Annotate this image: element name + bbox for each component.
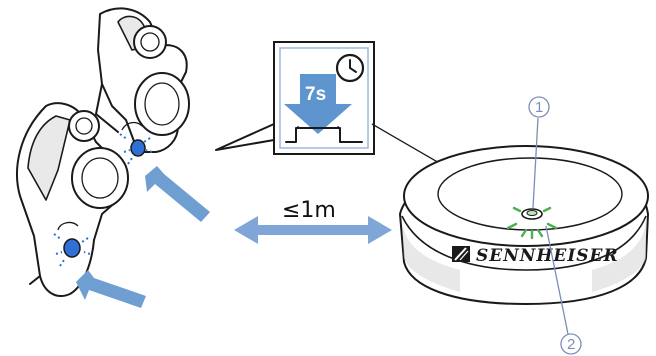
base-station: SENNHEISER: [398, 145, 650, 306]
callout-1: 1: [528, 96, 550, 209]
clock-icon: [335, 53, 365, 83]
base-button: [521, 208, 543, 220]
callout-2-label: 2: [567, 336, 575, 353]
callout-1-label: 1: [535, 99, 543, 116]
brand-logo-icon: [452, 246, 470, 262]
led-ring: [506, 206, 558, 240]
double-arrow: [234, 216, 392, 244]
callout-2: 2: [545, 225, 582, 355]
press-arrow-lower: [76, 270, 146, 308]
timer-inset: 7s: [215, 41, 525, 213]
headset: [16, 7, 210, 308]
headset-button-lower: [53, 221, 91, 267]
headset-button-upper: [119, 121, 153, 165]
press-arrow-upper: [145, 166, 210, 222]
distance-label: ≤1m: [282, 198, 336, 223]
headset-back-earcup: [95, 7, 190, 153]
timer-arrow: [284, 74, 352, 134]
timer-label: 7s: [305, 84, 326, 105]
distance-indicator: ≤1m: [234, 198, 392, 244]
headset-front-earcup: [16, 102, 129, 297]
brand-text: SENNHEISER: [476, 246, 619, 266]
